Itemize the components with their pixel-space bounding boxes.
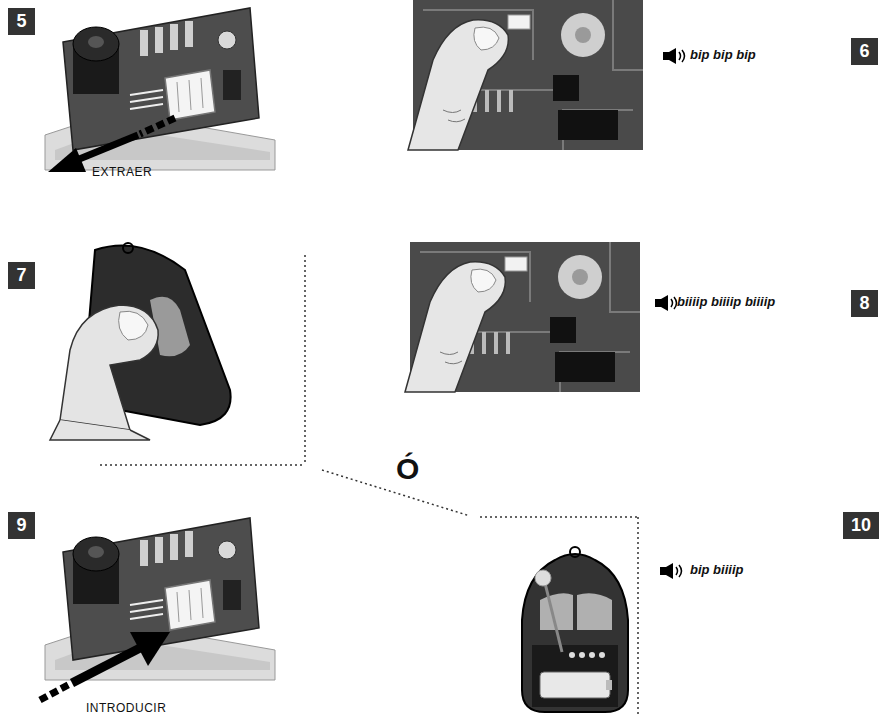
- sound-label: bip biiiip: [690, 562, 743, 577]
- step-number: 9: [8, 512, 35, 539]
- board-drawing: [45, 8, 275, 170]
- step-number: 6: [851, 38, 878, 65]
- sound-label: biiiip biiiip biiiip: [677, 294, 775, 309]
- speaker-icon: [660, 563, 682, 579]
- speaker-icon: [663, 48, 685, 64]
- speaker-icon: [655, 295, 677, 311]
- step-number: 8: [851, 290, 878, 317]
- step-number-text: 10: [851, 515, 871, 536]
- step-number: 7: [8, 262, 35, 289]
- step-number-text: 7: [16, 265, 26, 286]
- action-label: INTRODUCIR: [86, 701, 166, 715]
- action-label: EXTRAER: [92, 165, 152, 179]
- remote-open: [522, 547, 628, 712]
- sound-label: bip bip bip: [690, 47, 756, 62]
- step-number-text: 8: [859, 293, 869, 314]
- step-number-text: 9: [16, 515, 26, 536]
- step-number-text: 5: [16, 11, 26, 32]
- board-drawing: [45, 518, 275, 680]
- step-number-text: 6: [859, 41, 869, 62]
- pcb-closeup: [408, 0, 643, 150]
- insert-arrow: [40, 632, 170, 700]
- extract-arrow: [48, 118, 175, 172]
- step-number: 10: [843, 512, 879, 539]
- remote-in-hand: [50, 243, 231, 440]
- pcb-closeup: [405, 242, 640, 392]
- or-label: Ó: [396, 452, 419, 486]
- step-number: 5: [8, 8, 35, 35]
